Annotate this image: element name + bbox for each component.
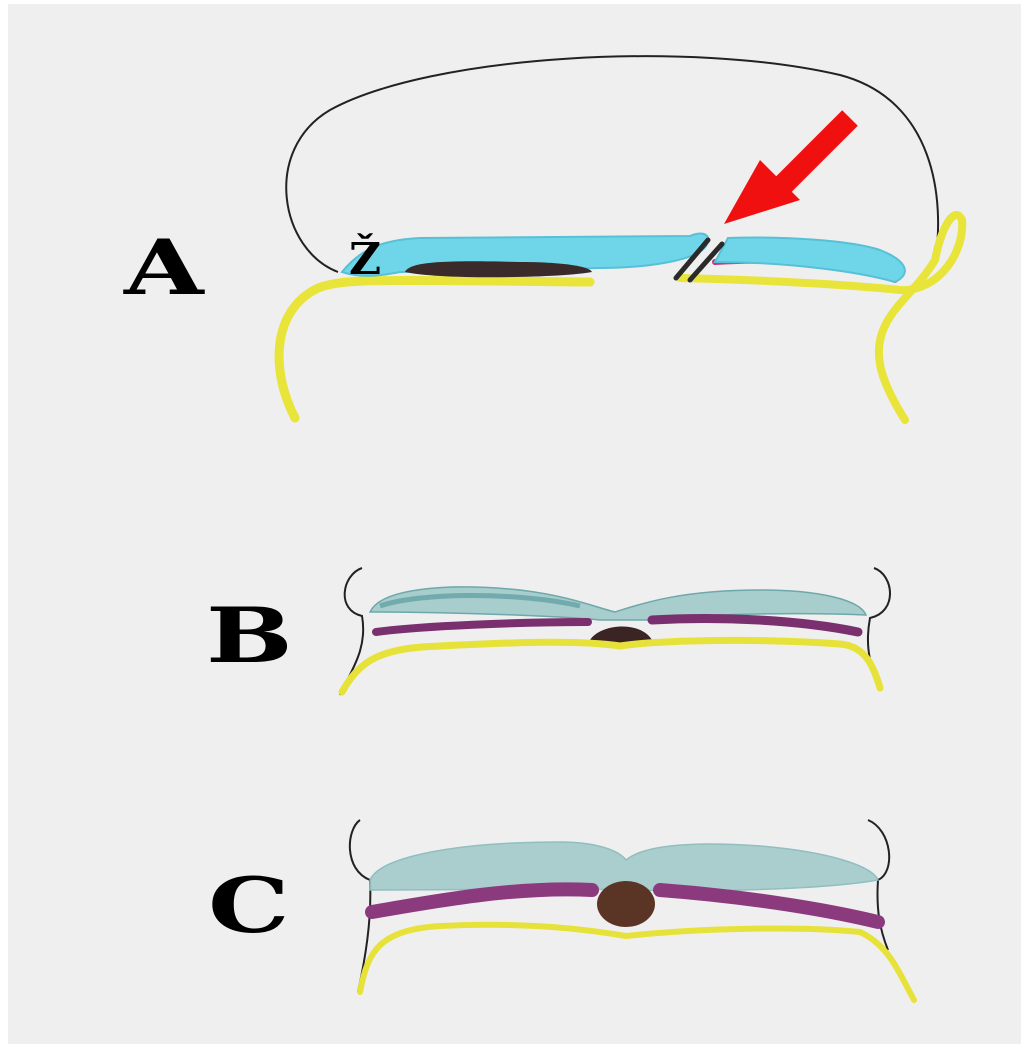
panel-b-label: B bbox=[206, 598, 293, 674]
panel-b-drawing bbox=[340, 568, 890, 695]
panel-a-label: A bbox=[124, 230, 204, 306]
marker-label: Ž bbox=[349, 238, 381, 282]
red-arrow-icon bbox=[724, 118, 850, 224]
panel-a-yellow-layer bbox=[279, 280, 590, 418]
panel-c-drawing bbox=[350, 820, 914, 1000]
panel-a-drawing bbox=[279, 56, 962, 420]
panel-c-label: C bbox=[208, 868, 290, 944]
